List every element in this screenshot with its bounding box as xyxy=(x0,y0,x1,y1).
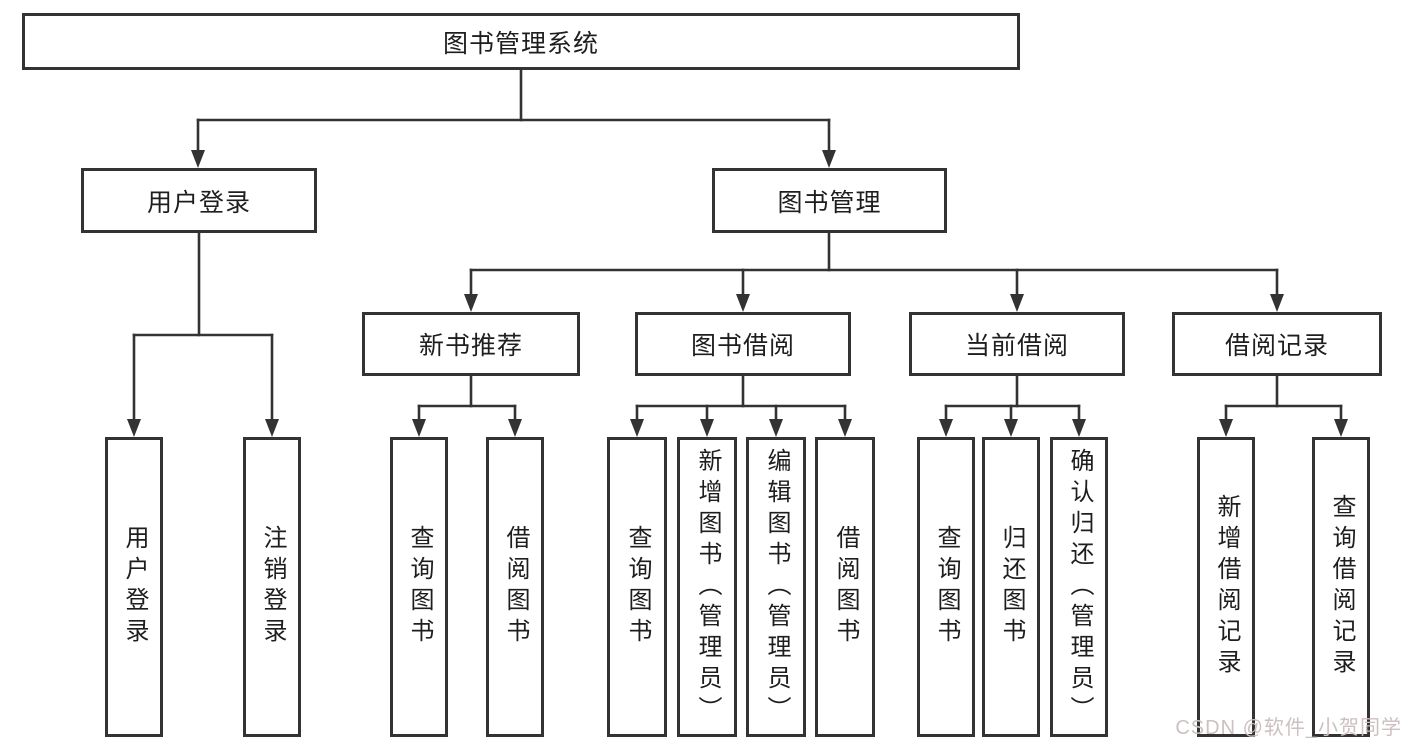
leaf-return-books: 归还图书 xyxy=(982,437,1040,737)
leaf-borrow-books: 借阅图书 xyxy=(815,437,875,737)
leaf-add-books-admin: 新增图书（管理员） xyxy=(677,437,737,737)
csdn-watermark: CSDN @软件_小贺同学 xyxy=(1175,717,1402,739)
leaf-edit-books-admin: 编辑图书（管理员） xyxy=(746,437,806,737)
node-library-management-system: 图书管理系统 xyxy=(22,13,1020,70)
leaf-query-books-borrowing: 查询图书 xyxy=(607,437,667,737)
node-book-management: 图书管理 xyxy=(712,168,947,233)
node-book-borrowing: 图书借阅 xyxy=(635,312,851,376)
node-borrowing-records: 借阅记录 xyxy=(1172,312,1382,376)
node-current-borrowing: 当前借阅 xyxy=(909,312,1125,376)
node-user-login: 用户登录 xyxy=(81,168,317,233)
leaf-user-login: 用户登录 xyxy=(105,437,163,737)
leaf-borrow-books-recommend: 借阅图书 xyxy=(486,437,544,737)
leaf-query-books-recommend: 查询图书 xyxy=(390,437,448,737)
leaf-confirm-return-admin: 确认归还（管理员） xyxy=(1050,437,1108,737)
leaf-logout: 注销登录 xyxy=(243,437,301,737)
leaf-query-borrow-record: 查询借阅记录 xyxy=(1312,437,1370,737)
leaf-query-books-current: 查询图书 xyxy=(917,437,975,737)
node-new-book-recommend: 新书推荐 xyxy=(362,312,580,376)
leaf-add-borrow-record: 新增借阅记录 xyxy=(1197,437,1255,737)
